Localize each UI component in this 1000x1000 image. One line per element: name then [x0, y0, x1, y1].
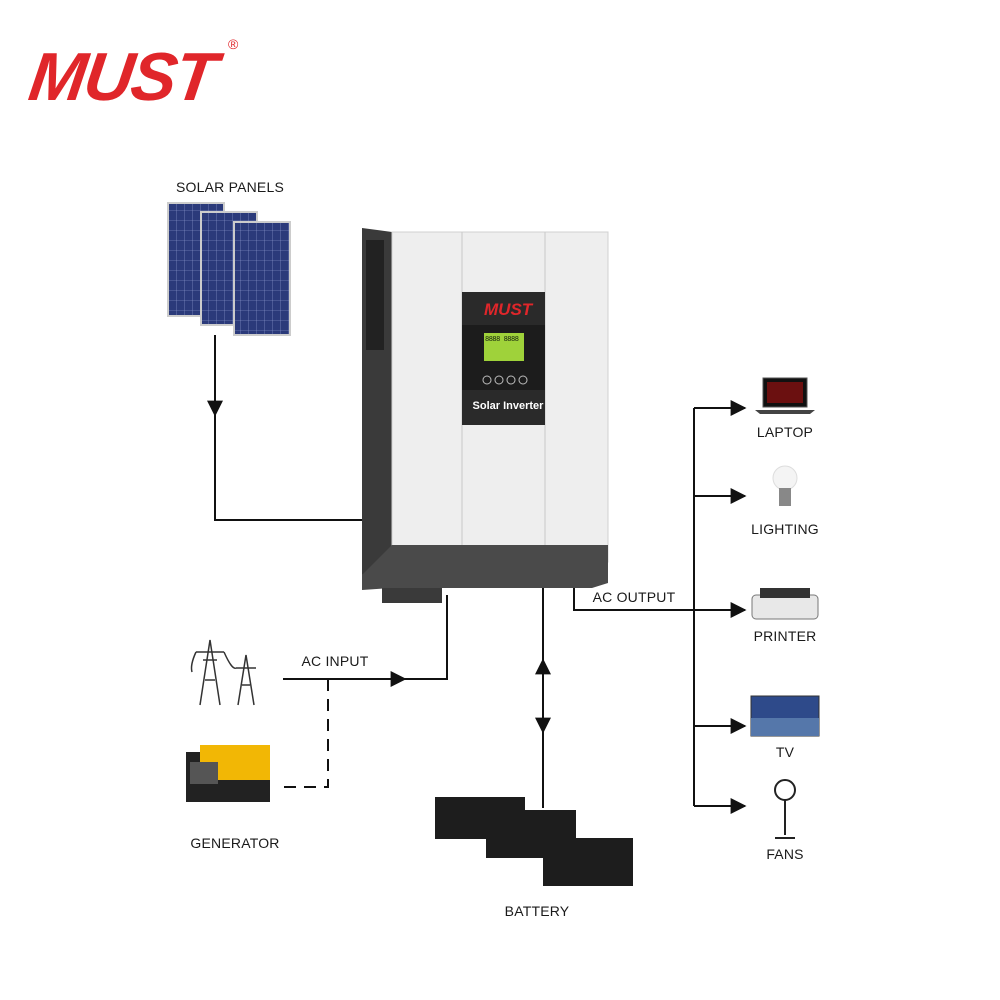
inverter-lcd-readout: 8888 8888: [485, 335, 519, 343]
ac-input-label: AC INPUT: [301, 653, 369, 669]
inverter-brand: MUST: [484, 300, 533, 319]
inverter-label: Solar Inverter: [472, 400, 544, 412]
connection-lines: [207, 335, 747, 814]
solar-panels-icon: [167, 202, 291, 336]
inverter-icon: [362, 228, 609, 603]
ac-output-line: [573, 587, 694, 611]
fan-icon: [774, 779, 796, 839]
ac-output-label: AC OUTPUT: [592, 589, 676, 605]
generator-label: GENERATOR: [190, 835, 280, 851]
bulb-icon: [772, 465, 798, 506]
load-lighting-label: LIGHTING: [751, 521, 819, 537]
load-laptop-label: LAPTOP: [756, 424, 814, 440]
tv-icon: [750, 695, 820, 737]
laptop-icon: [755, 377, 815, 414]
power-tower-icon: [190, 639, 256, 706]
printer-icon: [751, 588, 819, 620]
generator-line: [283, 679, 329, 788]
battery-label: BATTERY: [504, 903, 570, 919]
registered-mark: ®: [228, 36, 239, 52]
load-fans-label: FANS: [766, 846, 804, 862]
battery-icon: [435, 797, 633, 886]
solar-line: [214, 335, 362, 521]
ac-input-line: [283, 595, 448, 680]
load-tv-label: TV: [775, 744, 795, 760]
solar-panels-label: SOLAR PANELS: [176, 179, 284, 195]
brand-logo: MUST: [24, 39, 220, 115]
load-printer-label: PRINTER: [753, 628, 817, 644]
generator-icon: [186, 745, 270, 802]
